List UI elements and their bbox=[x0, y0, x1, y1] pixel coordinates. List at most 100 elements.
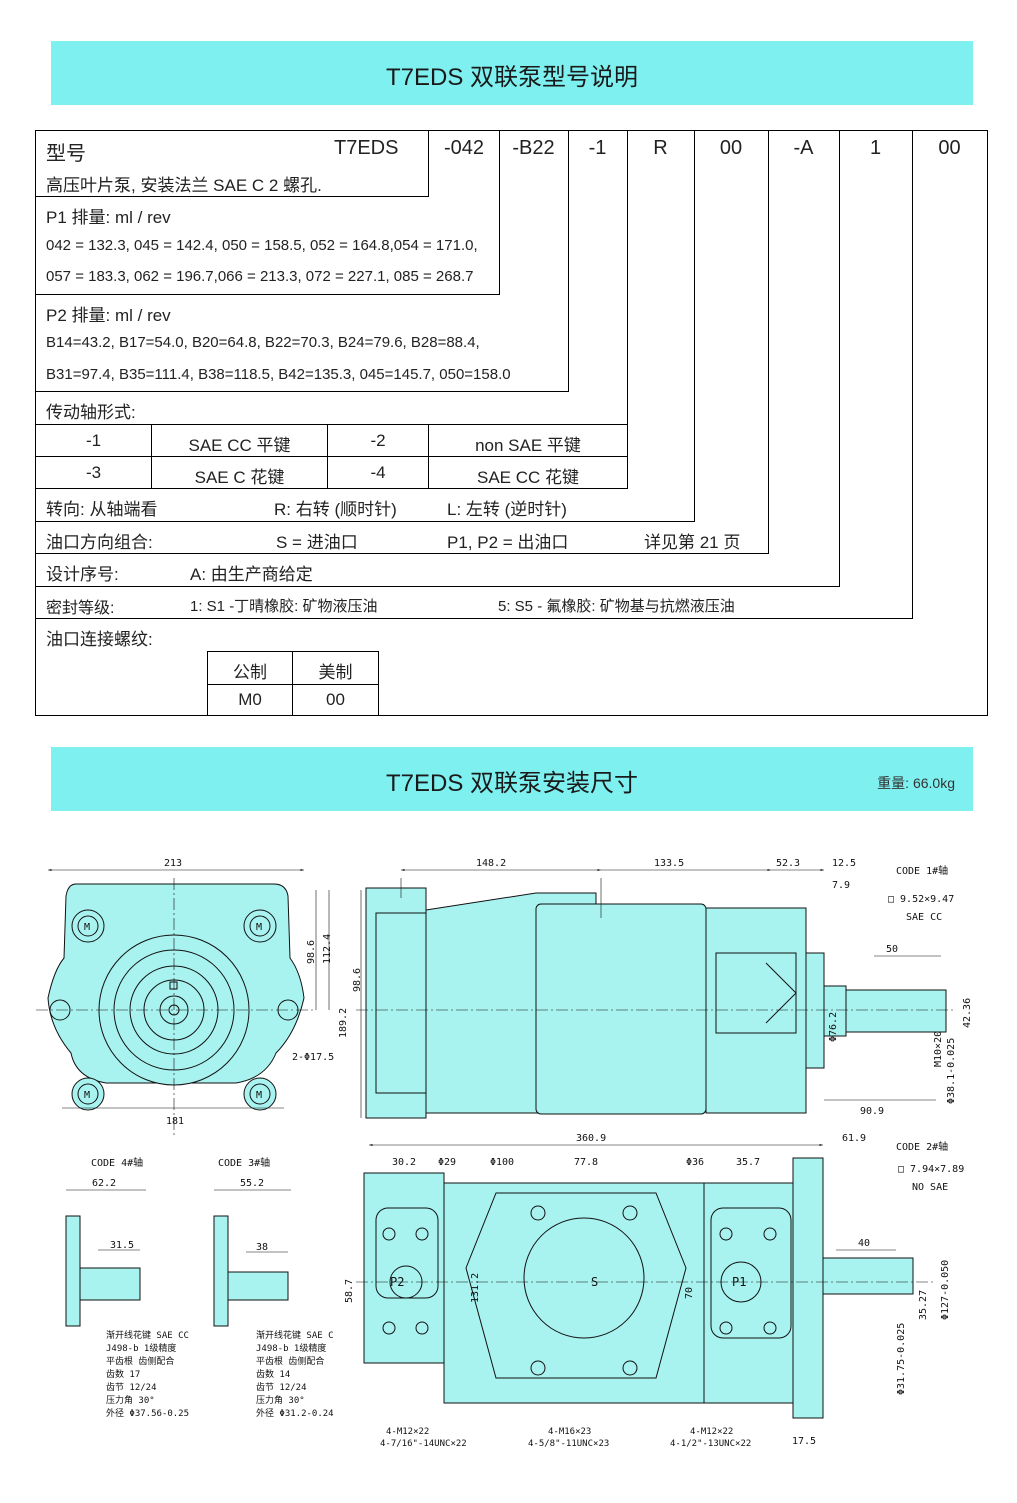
shaft-desc: SAE CC 花键 bbox=[476, 468, 580, 487]
code4-spec: 外径 Φ37.56-0.25 bbox=[106, 1407, 189, 1419]
thread-header-metric: 公制 bbox=[233, 663, 267, 682]
front-view: M M M M 213 181 98.6 112.4 2-Φ17.5 bbox=[36, 858, 334, 1138]
thread-callout-s: 4-M16×23 bbox=[548, 1427, 591, 1437]
thread-imperial-code: 00 bbox=[326, 690, 345, 709]
code3-spec: 压力角 30° bbox=[256, 1394, 305, 1406]
shaft-code3: CODE 3#轴 55.2 38 渐开线花键 SAE C J498-b 1级精度… bbox=[213, 1156, 334, 1419]
dim-76-2: Φ76.2 bbox=[828, 1012, 839, 1042]
dim-77-8: 77.8 bbox=[574, 1157, 598, 1168]
model-label: 型号 bbox=[46, 143, 86, 165]
thread-callout-s-unc: 4-5/8"-11UNC×23 bbox=[528, 1439, 609, 1449]
title-banner-model: T7EDS 双联泵型号说明 bbox=[51, 41, 973, 105]
p2-title: P2 排量: ml / rev bbox=[46, 306, 171, 325]
banner-title: T7EDS 双联泵型号说明 bbox=[385, 64, 639, 91]
code-shaft: -1 bbox=[588, 137, 607, 159]
code3-spec: J498-b 1级精度 bbox=[256, 1342, 326, 1354]
code2-len: 40 bbox=[858, 1238, 870, 1249]
code4-title: CODE 4#轴 bbox=[91, 1156, 143, 1169]
code2-key: □ 7.94×7.89 bbox=[898, 1164, 964, 1175]
code3-spec: 外径 Φ31.2-0.24 bbox=[256, 1407, 334, 1419]
dim-dia-36: Φ36 bbox=[686, 1157, 704, 1168]
dim-189-2: 189.2 bbox=[338, 1008, 349, 1038]
code-p1-displacement: -042 bbox=[443, 137, 485, 159]
seal-option-1: 1: S1 -丁晴橡胶: 矿物液压油 bbox=[190, 598, 378, 615]
code4-spec: 齿数 17 bbox=[106, 1368, 140, 1380]
dim-holes: 2-Φ17.5 bbox=[292, 1052, 334, 1063]
thread-label: 油口连接螺纹: bbox=[46, 630, 153, 649]
code1-sae: SAE CC bbox=[906, 912, 942, 923]
code-design: -A bbox=[793, 137, 814, 159]
code3-spec: 平齿根 齿侧配合 bbox=[256, 1355, 324, 1367]
code2-dia: Φ31.75-0.025 bbox=[896, 1323, 907, 1395]
code3-spec: 渐开线花键 SAE C bbox=[256, 1329, 334, 1341]
ports-outlet: P1, P2 = 出油口 bbox=[447, 533, 569, 552]
dim-133-5: 133.5 bbox=[654, 858, 684, 869]
code-seal: 1 bbox=[869, 137, 882, 159]
banner-title: T7EDS 双联泵安装尺寸 bbox=[385, 770, 639, 797]
side-view: 148.2 133.5 52.3 12.5 7.9 98.6 189.2 Φ76… bbox=[338, 858, 956, 1119]
code1-key: □ 9.52×9.47 bbox=[888, 894, 954, 905]
code-ports: 00 bbox=[719, 137, 743, 159]
code4-len: 62.2 bbox=[92, 1178, 116, 1189]
shaft-code: -2 bbox=[370, 431, 386, 450]
thread-metric-code: M0 bbox=[238, 690, 262, 709]
rotation-right: R: 右转 (顺时针) bbox=[274, 500, 397, 519]
dim-35-7: 35.7 bbox=[736, 1157, 760, 1168]
rotation-label: 转向: 从轴端看 bbox=[46, 500, 158, 519]
p1-values-line2: 057 = 183.3, 062 = 196.7,066 = 213.3, 07… bbox=[46, 268, 474, 285]
dim-360-9: 360.9 bbox=[576, 1133, 606, 1144]
shaft-code1-callout: CODE 1#轴 □ 9.52×9.47 SAE CC 50 M10×20 Φ3… bbox=[874, 864, 973, 1104]
model-series: T7EDS bbox=[334, 137, 399, 159]
code3-spec: 齿节 12/24 bbox=[256, 1382, 307, 1393]
code3-spline-len: 38 bbox=[256, 1242, 268, 1253]
code1-title: CODE 1#轴 bbox=[896, 864, 948, 877]
bolt-label: M bbox=[84, 922, 90, 933]
design-value: A: 由生产商给定 bbox=[190, 565, 313, 584]
code2-flange: Φ127-0.050 bbox=[940, 1260, 951, 1320]
title-banner-dimensions: T7EDS 双联泵安装尺寸 重量: 66.0kg bbox=[51, 747, 973, 811]
shaft-desc: SAE C 花键 bbox=[194, 468, 285, 487]
bolt-label: M bbox=[84, 1090, 90, 1101]
code4-spec: 齿节 12/24 bbox=[106, 1382, 157, 1393]
dim-side-98-6: 98.6 bbox=[352, 968, 363, 992]
code3-len: 55.2 bbox=[240, 1178, 264, 1189]
code4-spec: J498-b 1级精度 bbox=[106, 1342, 176, 1354]
dim-58-7: 58.7 bbox=[344, 1279, 355, 1303]
code1-dia: Φ38.1-0.025 bbox=[946, 1038, 957, 1104]
dim-90-9: 90.9 bbox=[860, 1106, 884, 1117]
code4-spec: 平齿根 齿侧配合 bbox=[106, 1355, 174, 1367]
code4-spline-len: 31.5 bbox=[110, 1240, 134, 1251]
thread-callout-p1-unc: 4-1/2"-13UNC×22 bbox=[670, 1439, 751, 1449]
code1-len: 50 bbox=[886, 944, 898, 955]
code-rotation: R bbox=[653, 137, 668, 159]
port-p1: P1 bbox=[732, 1275, 746, 1289]
shaft-code: -3 bbox=[85, 463, 102, 482]
code4-spec: 压力角 30° bbox=[106, 1394, 155, 1406]
dim-dia-29: Φ29 bbox=[438, 1157, 456, 1168]
seal-label: 密封等级: bbox=[46, 600, 115, 617]
thread-callout-p2: 4-M12×22 bbox=[386, 1427, 429, 1437]
shaft-desc: SAE CC 平键 bbox=[188, 436, 291, 455]
bolt-label: M bbox=[256, 922, 262, 933]
installation-drawing: M M M M 213 181 98.6 112.4 2-Φ17.5 148.2… bbox=[36, 858, 973, 1449]
code-p2-displacement: -B22 bbox=[512, 137, 555, 159]
dim-131-2: 131.2 bbox=[470, 1273, 481, 1303]
bottom-view: P2 S P1 360.9 30.2 Φ29 Φ100 77.8 Φ36 35.… bbox=[344, 1133, 936, 1449]
thread-callout-p1: 4-M12×22 bbox=[690, 1427, 733, 1437]
shaft-desc: non SAE 平键 bbox=[475, 436, 581, 455]
p1-title: P1 排量: ml / rev bbox=[46, 208, 171, 227]
shaft-code: -4 bbox=[370, 463, 386, 482]
ports-label: 油口方向组合: bbox=[46, 533, 153, 552]
shaft-code4: CODE 4#轴 62.2 31.5 渐开线花键 SAE CC J498-b 1… bbox=[65, 1156, 189, 1419]
dim-12-5: 12.5 bbox=[832, 858, 856, 869]
dim-17-5: 17.5 bbox=[792, 1436, 816, 1447]
port-s: S bbox=[591, 1275, 598, 1289]
dim-213: 213 bbox=[164, 858, 182, 869]
thread-header-imperial: 美制 bbox=[318, 663, 353, 682]
code2-sae: NO SAE bbox=[912, 1182, 948, 1193]
design-label: 设计序号: bbox=[46, 565, 119, 584]
port-p2: P2 bbox=[390, 1275, 404, 1289]
rotation-left: L: 左转 (逆时针) bbox=[447, 500, 567, 519]
code2-key-height: 35.27 bbox=[918, 1290, 929, 1320]
bolt-label: M bbox=[256, 1090, 262, 1101]
